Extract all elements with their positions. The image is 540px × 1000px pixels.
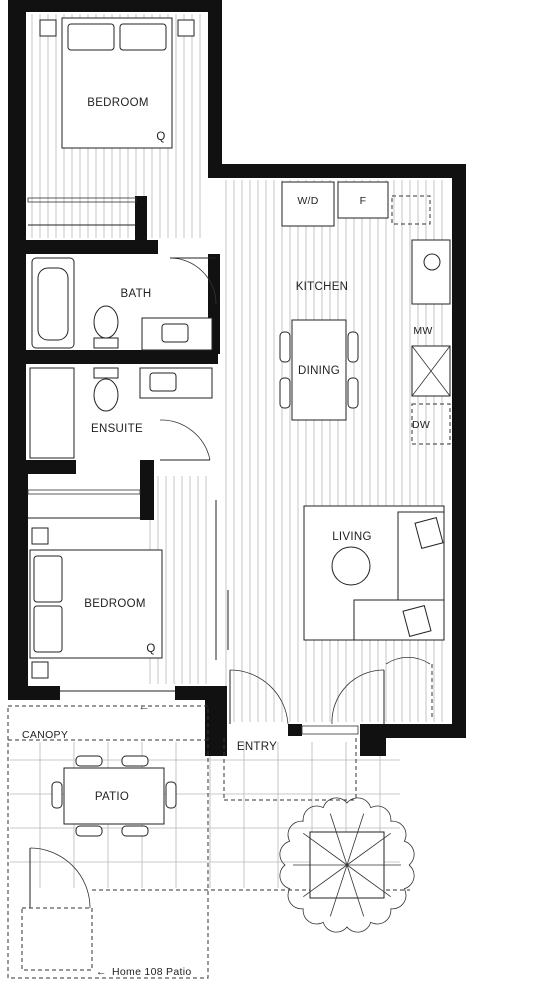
nightstand-right — [177, 19, 195, 37]
label-microwave: MW — [413, 325, 432, 337]
note-home-patio: Home 108 Patio — [112, 966, 192, 978]
nightstand-top — [31, 527, 49, 545]
label-bedroom-top: BEDROOM — [87, 97, 149, 109]
pillow-right — [119, 23, 167, 51]
nightstand-left — [39, 19, 57, 37]
patio-table — [63, 767, 165, 825]
label-entry: ENTRY — [237, 741, 277, 753]
dishwasher-outline — [411, 403, 451, 445]
shower — [29, 367, 75, 459]
label-canopy: CANOPY — [22, 729, 68, 741]
bath — [31, 257, 217, 351]
label-living: LIVING — [332, 531, 372, 543]
tree-symbol — [279, 797, 415, 933]
toilet-ensuite — [93, 378, 119, 412]
bed-size-top: Q — [156, 131, 165, 143]
walls — [8, 0, 466, 756]
label-dining: DINING — [298, 365, 340, 377]
label-patio: PATIO — [95, 791, 129, 803]
nightstand-bottom — [31, 661, 49, 679]
label-ensuite: ENSUITE — [91, 423, 143, 435]
label-bath: BATH — [120, 288, 151, 300]
dining-table — [291, 319, 347, 421]
sofa-chaise — [353, 599, 445, 641]
coffee-table — [331, 546, 371, 586]
toilet-bath — [93, 305, 119, 339]
room-labels: BEDROOM Q BATH ENSUITE BEDROOM Q KITCHEN… — [22, 97, 432, 978]
patio-boundary — [7, 705, 209, 979]
entry — [223, 669, 385, 801]
kitchen — [281, 181, 451, 445]
bedroom-top — [27, 17, 195, 226]
bed-size-bottom: Q — [146, 643, 155, 655]
living-set — [303, 505, 445, 720]
pillow-left — [67, 23, 115, 51]
dining-set — [279, 319, 359, 421]
label-fridge: F — [360, 195, 367, 207]
washer-dryer — [281, 181, 335, 227]
pillow-bottom — [33, 605, 63, 653]
patio — [7, 690, 415, 979]
label-dishwasher: DW — [412, 419, 430, 431]
pillow-top — [33, 555, 63, 603]
ensuite — [29, 367, 213, 461]
arrow-patio-note: ← — [96, 966, 107, 978]
arrow-bedroom-door: ← — [138, 701, 150, 713]
label-washer-dryer: W/D — [297, 195, 318, 207]
fridge — [337, 181, 389, 219]
label-kitchen: KITCHEN — [296, 281, 349, 293]
sink-counter — [411, 239, 451, 305]
label-bedroom-bottom: BEDROOM — [84, 598, 146, 610]
bedroom-bottom — [27, 489, 229, 679]
